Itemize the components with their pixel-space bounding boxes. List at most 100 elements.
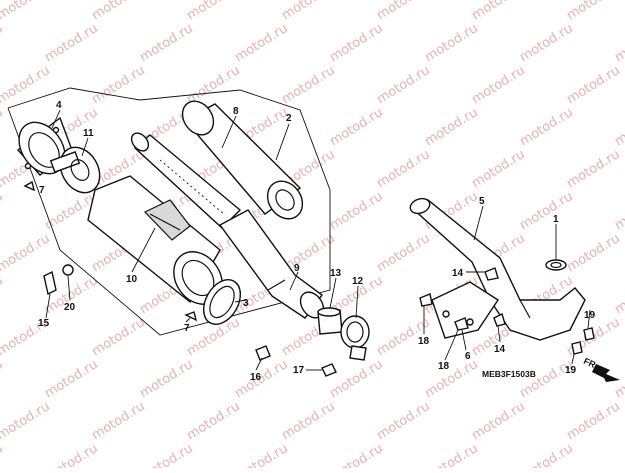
- callout-14b: 14: [494, 344, 506, 355]
- watermark-text: motod.ru: [517, 357, 576, 401]
- watermark-text: motod.ru: [469, 63, 528, 107]
- watermark-text: motod.ru: [469, 399, 528, 443]
- callout-10: 10: [126, 274, 138, 285]
- watermark-text: motod.ru: [327, 21, 386, 65]
- part-collar: [317, 307, 343, 335]
- callout-7b: 7: [184, 323, 190, 334]
- watermark-text: motod.ru: [279, 0, 338, 23]
- callout-3: 3: [243, 298, 249, 309]
- callout-11: 11: [83, 128, 94, 139]
- watermark-text: motod.ru: [564, 231, 623, 275]
- watermark-text: motod.ru: [89, 315, 148, 359]
- diagram-code: MEB3F1503B: [482, 369, 536, 379]
- watermark-text: motod.ru: [374, 63, 433, 107]
- watermark-text: motod.ru: [374, 147, 433, 191]
- watermark-text: motod.ru: [42, 357, 101, 401]
- callout-6: 6: [465, 351, 471, 362]
- watermark-text: motod.ru: [564, 147, 623, 191]
- watermark-text: motod.ru: [374, 399, 433, 443]
- part-packing: [181, 100, 304, 220]
- watermark-text: motod.ru: [517, 21, 576, 65]
- watermark-text: motod.ru: [374, 0, 433, 23]
- watermark-text: motod.ru: [42, 441, 101, 468]
- watermark-text: motod.ru: [184, 0, 243, 23]
- watermark-text: motod.ru: [327, 189, 386, 233]
- callout-18a: 18: [418, 336, 430, 347]
- callout-2: 2: [286, 113, 292, 124]
- watermark-text: motod.ru: [89, 63, 148, 107]
- watermark-text: motod.ru: [0, 273, 6, 317]
- leader-lines: [45, 109, 591, 371]
- watermark-text: motod.ru: [137, 357, 196, 401]
- part-heat-protector: [431, 281, 499, 339]
- part-band: [340, 315, 370, 361]
- watermark-text: motod.ru: [422, 21, 481, 65]
- watermark-text: motod.ru: [612, 189, 625, 233]
- watermark-text: motod.ru: [422, 441, 481, 468]
- callout-8: 8: [233, 106, 239, 117]
- watermark-text: motod.ru: [612, 273, 625, 317]
- watermark-text: motod.ru: [0, 189, 6, 233]
- watermark-text: motod.ru: [232, 21, 291, 65]
- watermark-text: motod.ru: [327, 105, 386, 149]
- watermark-text: motod.ru: [564, 0, 623, 23]
- hardware-bolts: [23, 180, 595, 377]
- callout-14a: 14: [452, 268, 464, 279]
- watermark-text: motod.ru: [0, 441, 6, 468]
- watermark-text: motod.ru: [564, 63, 623, 107]
- watermark-text: motod.ru: [422, 357, 481, 401]
- part-gasket: [202, 279, 242, 325]
- watermark-text: motod.ru: [137, 441, 196, 468]
- assembly-border: [7, 87, 331, 336]
- callout-19b: 19: [565, 365, 577, 376]
- watermark-text: motod.ru: [564, 399, 623, 443]
- watermark-text: motod.ru: [279, 399, 338, 443]
- part-pipe-gasket: [545, 259, 567, 271]
- watermark-text: motod.ru: [279, 63, 338, 107]
- part-spark-arrester: [49, 146, 101, 194]
- callout-18b: 18: [438, 361, 450, 372]
- watermark-text: motod.ru: [184, 399, 243, 443]
- watermark-text: motod.ru: [232, 441, 291, 468]
- watermark-text: motod.ru: [0, 231, 53, 275]
- callout-12: 12: [352, 276, 364, 287]
- callout-20: 20: [64, 302, 76, 313]
- watermark-text: motod.ru: [469, 0, 528, 23]
- callout-9: 9: [294, 263, 300, 274]
- watermark-text: motod.ru: [327, 357, 386, 401]
- callout-7a: 7: [39, 185, 45, 196]
- watermark-text: motod.ru: [0, 63, 53, 107]
- watermark-text: motod.ru: [89, 399, 148, 443]
- callout-15: 15: [38, 318, 50, 329]
- callout-1: 1: [553, 214, 559, 225]
- watermark-text: motod.ru: [422, 105, 481, 149]
- watermark-text: motod.ru: [517, 189, 576, 233]
- watermark-text: motod.ru: [89, 0, 148, 23]
- watermark-text: motod.ru: [0, 399, 53, 443]
- callout-13: 13: [330, 268, 342, 279]
- callout-4: 4: [56, 100, 62, 111]
- watermark-text: motod.ru: [469, 147, 528, 191]
- watermark-text: motod.ru: [42, 21, 101, 65]
- callout-16: 16: [250, 372, 262, 383]
- watermark-text: motod.ru: [517, 105, 576, 149]
- watermark-text: motod.ru: [0, 21, 6, 65]
- watermark-text: motod.ru: [0, 357, 6, 401]
- callout-19a: 19: [584, 310, 596, 321]
- watermark-text: motod.ru: [517, 441, 576, 468]
- callout-5: 5: [479, 196, 485, 207]
- part-muffler-body: [87, 175, 223, 305]
- watermark-text: motod.ru: [0, 105, 6, 149]
- watermark-text: motod.ru: [612, 21, 625, 65]
- watermark-text: motod.ru: [0, 0, 53, 23]
- watermark-text: motod.ru: [137, 21, 196, 65]
- callout-labels: 1 2 3 4 5 6 7 7 8 9 10 11 12 13 14 14 15…: [38, 100, 596, 383]
- watermark-text: motod.ru: [232, 357, 291, 401]
- part-inner-pipe: [130, 132, 242, 229]
- callout-17: 17: [293, 365, 305, 376]
- watermark-text: motod.ru: [327, 441, 386, 468]
- front-direction-arrow: FR.: [582, 356, 620, 382]
- watermark-text: motod.ru: [374, 231, 433, 275]
